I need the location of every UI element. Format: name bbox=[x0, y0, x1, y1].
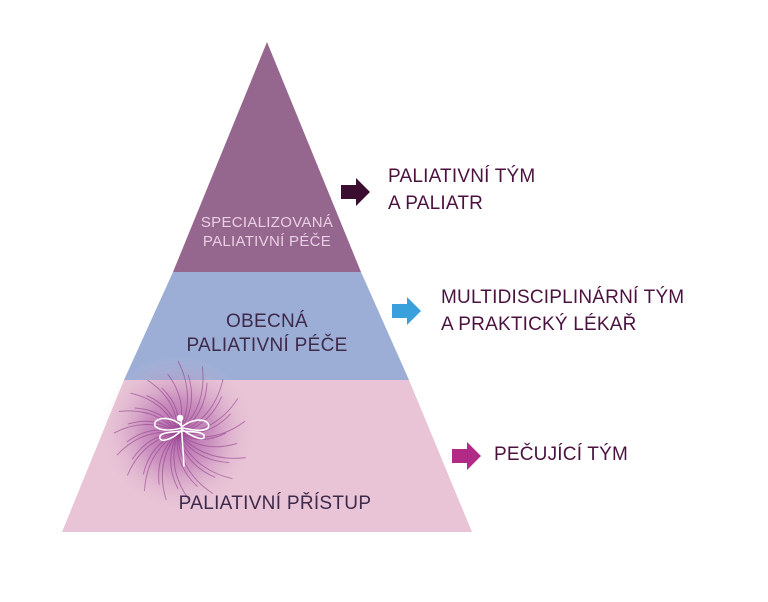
side-label-bottom-line-1: PEČUJÍCÍ TÝM bbox=[494, 444, 629, 465]
tier-bottom-label: PALIATIVNÍ PŘÍSTUP bbox=[130, 492, 420, 516]
flower-petal bbox=[177, 420, 246, 438]
flower-petal bbox=[142, 432, 179, 475]
flower-petal bbox=[131, 432, 179, 460]
flower-petal bbox=[170, 432, 179, 490]
arrow-middle-icon bbox=[392, 297, 421, 325]
tier-middle-label-line-1: OBECNÁ bbox=[225, 311, 309, 332]
side-label-middle-line-2: A PRAKTICKÝ LÉKAŘ bbox=[441, 313, 637, 335]
flower-petal bbox=[177, 432, 246, 459]
flower-petal bbox=[177, 398, 239, 434]
tier-bottom-label-line-1: PALIATIVNÍ PŘÍSTUP bbox=[178, 493, 372, 514]
flower-petal bbox=[167, 373, 183, 434]
side-label-top: PALIATIVNÍ TÝM A PALIATR bbox=[388, 164, 535, 218]
tier-top-label-line-2: PALIATIVNÍ PÉČE bbox=[202, 233, 332, 251]
tier-top-shape bbox=[173, 42, 361, 272]
side-label-middle-line-1: MULTIDISCIPLINÁRNÍ TÝM bbox=[441, 287, 685, 308]
flower-petal bbox=[176, 432, 198, 487]
flower-petal bbox=[130, 392, 179, 434]
flower-petal bbox=[126, 432, 179, 476]
tier-middle-label-line-2: PALIATIVNÍ PÉČE bbox=[186, 335, 348, 357]
flower-petal bbox=[177, 413, 231, 435]
flower-petal bbox=[177, 432, 230, 463]
side-label-top-line-2: A PALIATR bbox=[388, 192, 484, 214]
flower-petal bbox=[177, 432, 214, 495]
flower-petal bbox=[161, 432, 179, 501]
arrow-bottom-icon bbox=[452, 442, 481, 470]
tier-middle-label: OBECNÁ PALIATIVNÍ PÉČE bbox=[150, 310, 384, 359]
flower-petal bbox=[173, 432, 191, 502]
side-label-middle: MULTIDISCIPLINÁRNÍ TÝM A PRAKTICKÝ LÉKAŘ bbox=[441, 285, 684, 339]
flower-petal bbox=[177, 432, 216, 478]
flower-petal bbox=[177, 432, 233, 480]
tier-top-label: SPECIALIZOVANÁ PALIATIVNÍ PÉČE bbox=[173, 213, 361, 251]
tier-middle-shape bbox=[124, 272, 409, 380]
flower-petal bbox=[147, 379, 179, 434]
dragonfly-flower-icon bbox=[100, 355, 256, 511]
arrow-top-icon bbox=[341, 178, 370, 206]
side-label-top-line-1: PALIATIVNÍ TÝM bbox=[388, 166, 536, 187]
tier-top-label-line-1: SPECIALIZOVANÁ bbox=[200, 214, 334, 231]
side-label-bottom: PEČUJÍCÍ TÝM bbox=[494, 442, 628, 469]
flower-petal bbox=[118, 410, 179, 434]
